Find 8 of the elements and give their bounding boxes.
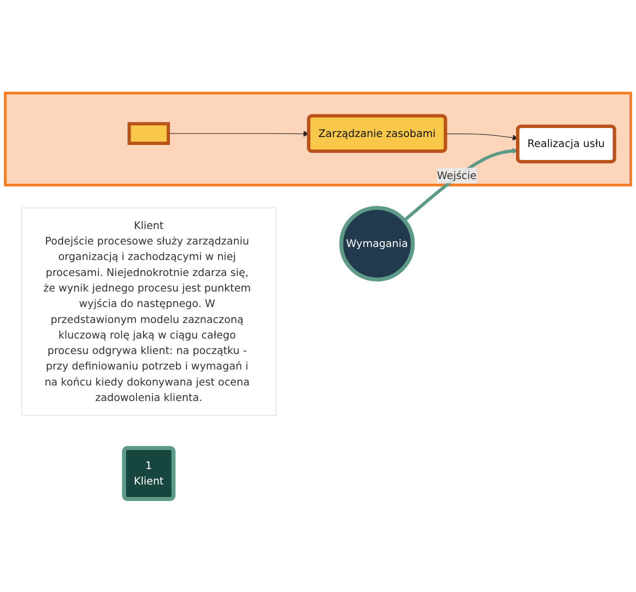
edge-label: Wejście <box>437 169 477 182</box>
arrow <box>445 133 518 140</box>
node-box: Klient Podejście procesowe służy zarządzaniu organizacją i zachodzącymi w niej procesami. Niejednokrotnie zdarza się, że wynik jednego procesu jest punktem wyjścia do następnego. W przedstawionym modelu zaznaczoną kluczową rolę jaką w ciągu całego procesu odgrywa klient: na początku - przy definiowaniu potrzeb i wymagań i na końcu kiedy dokonywana jest ocena zadowolenia klienta. <box>21 208 276 416</box>
node-box <box>128 122 170 145</box>
node-circle: Wymagania <box>339 206 415 282</box>
arrow <box>403 148 518 222</box>
cluster <box>4 92 632 186</box>
arrow <box>168 130 310 137</box>
